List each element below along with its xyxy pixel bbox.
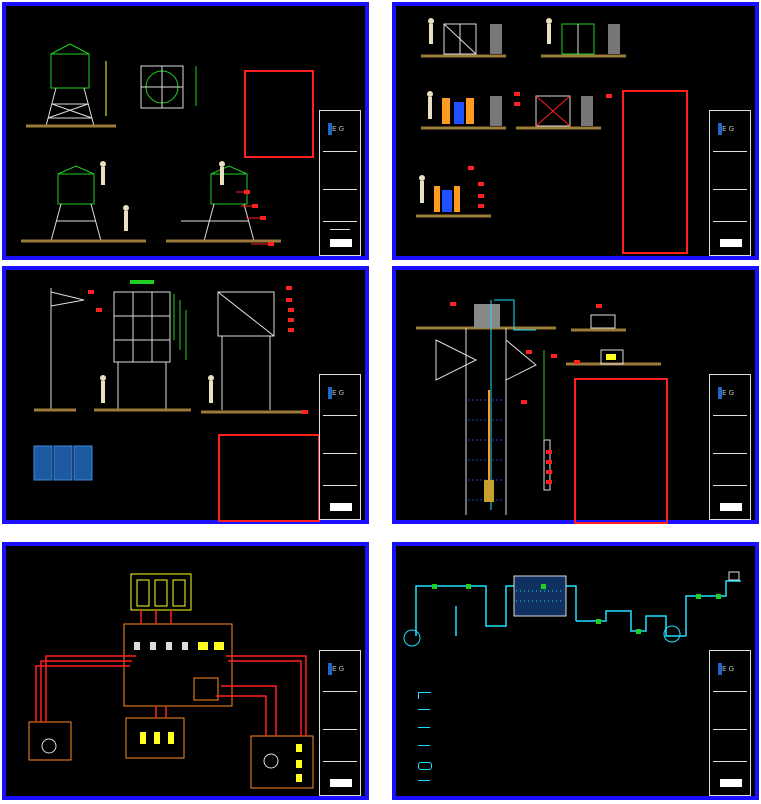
logo-mark <box>328 123 332 135</box>
title-block: E G <box>709 650 751 796</box>
notes-box <box>574 378 668 524</box>
logo-text: E G <box>722 389 735 397</box>
electrical-schematic <box>28 573 314 789</box>
title-block: E G <box>319 110 361 256</box>
sheet-water-purifier-equipment[interactable]: E G <box>392 2 759 260</box>
solar-frame-drawing <box>33 280 308 481</box>
hydraulic-schematic <box>403 571 741 647</box>
tank-tower-drawing <box>21 43 281 246</box>
well-pump-drawing <box>416 299 661 515</box>
title-block: E G <box>319 374 361 520</box>
water-meter-icon <box>418 762 432 770</box>
logo-mark <box>718 387 722 399</box>
title-block: E G <box>319 650 361 796</box>
pvc-tee-icon <box>418 727 430 734</box>
notes-box <box>622 90 688 254</box>
logo-text: E G <box>722 665 735 673</box>
sheet-hydraulic-diagram[interactable]: E G <box>392 542 759 800</box>
title-block: E G <box>709 110 751 256</box>
logo-mark <box>328 387 332 399</box>
purifier-drawing <box>416 18 626 218</box>
valve-icon <box>418 709 430 716</box>
title-block: E G <box>709 374 751 520</box>
logo-mark <box>718 663 722 675</box>
sheet-electrical-diagram[interactable]: E G <box>2 542 369 800</box>
pvc-elbow-icon <box>418 692 431 699</box>
foot-valve-icon <box>418 745 430 752</box>
logo-mark <box>328 663 332 675</box>
logo-text: E G <box>332 665 345 673</box>
sheet-well-pump[interactable]: E G <box>392 266 759 524</box>
logo-mark <box>718 123 722 135</box>
logo-text: E G <box>332 389 345 397</box>
logo-text: E G <box>722 125 735 133</box>
logo-text: E G <box>332 125 345 133</box>
pvc-pipe-icon <box>418 780 430 787</box>
notes-box <box>218 434 320 522</box>
sheet-solar-panel-frame[interactable]: E G <box>2 266 369 524</box>
notes-box <box>244 70 314 158</box>
sheet-water-tank-tower[interactable]: E G <box>2 2 369 260</box>
